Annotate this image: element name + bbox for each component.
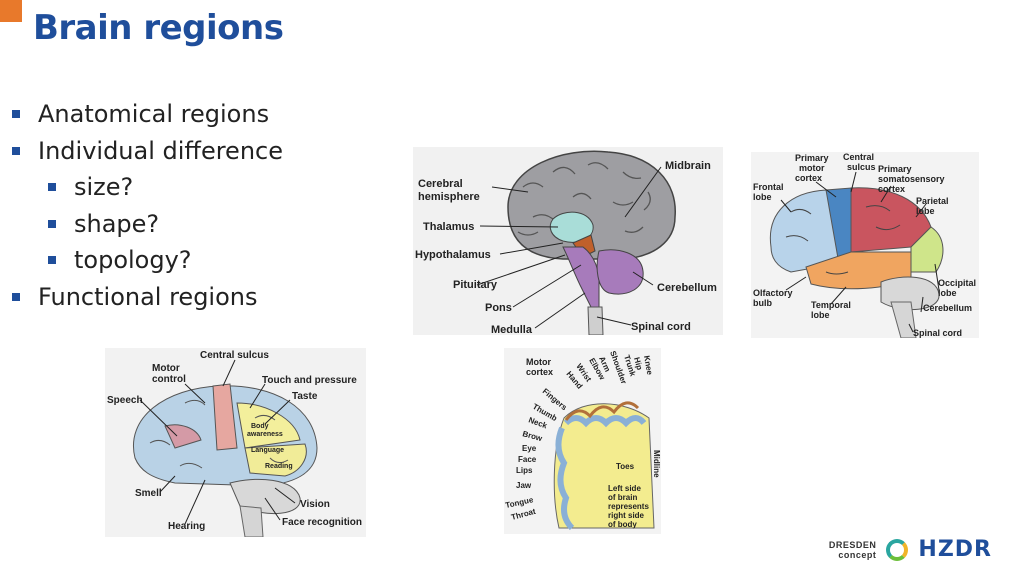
- label-speech: Speech: [107, 395, 143, 406]
- label-motor-cortex: Motor: [526, 357, 551, 367]
- label-left-side-note: of brain: [608, 493, 637, 502]
- label-hemisphere: hemisphere: [418, 191, 480, 203]
- label-reading: Reading: [265, 463, 293, 470]
- sagittal-brain-figure: Midbrain Cerebral hemisphere Thalamus Hy…: [413, 147, 723, 335]
- label-frontal-lobe: lobe: [753, 192, 772, 202]
- label-throat: Throat: [510, 507, 537, 522]
- label-face: Face: [518, 455, 537, 464]
- bullet-marker: [12, 292, 20, 301]
- label-parietal-lobe: Parietal: [916, 196, 949, 206]
- label-spinal-cord: Spinal cord: [913, 328, 962, 338]
- label-pons: Pons: [485, 302, 512, 314]
- label-cerebellum: Cerebellum: [923, 303, 972, 313]
- bullet-item: topology?: [10, 242, 283, 279]
- label-touch-pressure: Touch and pressure: [262, 375, 357, 386]
- label-toes: Toes: [616, 462, 635, 471]
- label-primary-motor: cortex: [795, 173, 822, 183]
- label-jaw: Jaw: [516, 481, 532, 490]
- label-hypothalamus: Hypothalamus: [415, 249, 491, 261]
- label-temporal-lobe: lobe: [811, 310, 830, 320]
- bullet-marker: [48, 183, 56, 192]
- bullet-list: Anatomical regions Individual difference…: [10, 96, 283, 315]
- dresden-concept-logo-text: DRESDEN concept: [828, 539, 877, 560]
- label-left-side-note: right side: [608, 511, 645, 520]
- label-left-side-note: Left side: [608, 484, 641, 493]
- label-midbrain: Midbrain: [665, 160, 711, 172]
- label-body-awareness: awareness: [247, 431, 283, 438]
- label-thalamus: Thalamus: [423, 221, 474, 233]
- label-central-sulcus: Central: [843, 152, 874, 162]
- slide-title: Brain regions: [33, 8, 284, 48]
- bullet-marker: [12, 146, 20, 155]
- label-temporal-lobe: Temporal: [811, 300, 851, 310]
- label-vision: Vision: [300, 499, 330, 510]
- label-somatosensory: Primary: [878, 164, 912, 174]
- functional-areas-figure: Central sulcus Motor control Touch and p…: [105, 348, 366, 537]
- label-brow: Brow: [521, 429, 543, 443]
- label-occipital-lobe: Occipital: [938, 278, 976, 288]
- label-olfactory-bulb: Olfactory: [753, 288, 793, 298]
- label-motor-control: control: [152, 374, 186, 385]
- label-olfactory-bulb: bulb: [753, 298, 772, 308]
- label-lips: Lips: [516, 466, 533, 475]
- label-motor-cortex: cortex: [526, 367, 553, 377]
- label-spinal-cord: Spinal cord: [631, 321, 691, 333]
- label-language: Language: [251, 447, 284, 454]
- label-hip: Hip: [632, 356, 644, 371]
- label-frontal-lobe: Frontal: [753, 182, 784, 192]
- label-pituitary: Pituitary: [453, 279, 498, 291]
- label-central-sulcus: Central sulcus: [200, 350, 269, 361]
- motor-homunculus-figure: Motor cortex Knee Hip Trunk Shoulder Arm…: [504, 348, 661, 534]
- hzdr-logo: HZDR: [918, 537, 992, 562]
- label-central-sulcus: sulcus: [847, 162, 876, 172]
- bullet-marker: [12, 110, 20, 119]
- label-smell: Smell: [135, 488, 162, 499]
- label-eye: Eye: [522, 444, 537, 453]
- bullet-item: Anatomical regions: [10, 96, 283, 133]
- bullet-marker: [48, 219, 56, 228]
- label-left-side-note: of body: [608, 520, 637, 529]
- label-cerebellum: Cerebellum: [657, 282, 717, 294]
- label-occipital-lobe: lobe: [938, 288, 957, 298]
- label-primary-motor: Primary: [795, 153, 829, 163]
- bullet-marker: [48, 256, 56, 265]
- label-parietal-lobe: lobe: [916, 206, 935, 216]
- label-body-awareness: Body: [251, 423, 269, 430]
- bullet-item: Individual difference: [10, 133, 283, 170]
- label-knee: Knee: [642, 355, 654, 376]
- label-somatosensory: somatosensory: [878, 174, 945, 184]
- brain-lobes-figure: Primary motor cortex Central sulcus Prim…: [751, 152, 979, 338]
- bullet-item: size?: [10, 169, 283, 206]
- label-medulla: Medulla: [491, 324, 533, 335]
- label-hearing: Hearing: [168, 521, 205, 532]
- bullet-item: shape?: [10, 206, 283, 243]
- dresden-concept-ring-icon: [886, 538, 909, 561]
- label-midline: Midline: [652, 450, 661, 478]
- corner-accent: [0, 0, 22, 22]
- label-somatosensory: cortex: [878, 184, 905, 194]
- label-left-side-note: represents: [608, 502, 649, 511]
- label-taste: Taste: [292, 391, 318, 402]
- footer-logos: DRESDEN concept HZDR: [829, 537, 992, 562]
- label-primary-motor: motor: [799, 163, 825, 173]
- label-cerebral: Cerebral: [418, 178, 463, 190]
- label-motor-control: Motor: [152, 363, 180, 374]
- label-face-recognition: Face recognition: [282, 517, 362, 528]
- bullet-item: Functional regions: [10, 279, 283, 316]
